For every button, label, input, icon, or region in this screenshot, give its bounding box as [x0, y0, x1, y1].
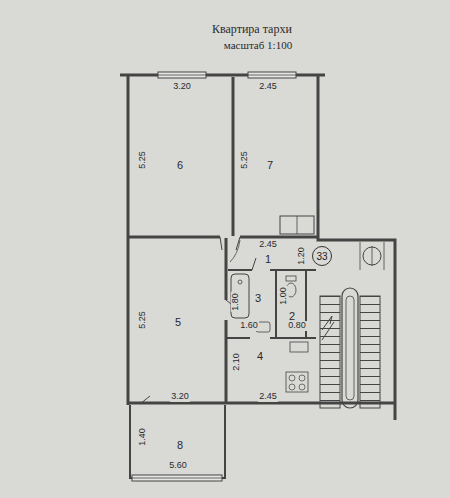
dimension-label: 3.20: [170, 392, 190, 402]
room-number: 8: [176, 439, 184, 451]
room-number: 3: [254, 292, 262, 304]
dimension-label: 1.00: [279, 286, 289, 306]
room-callout-circle: 33: [312, 246, 332, 266]
dimension-label: 1.60: [239, 321, 259, 331]
dimension-label: 5.25: [138, 310, 148, 330]
dimension-label: 2.45: [258, 392, 278, 402]
scale-note: масштаб 1:100: [223, 39, 293, 51]
room-number: 1: [264, 253, 272, 265]
dimension-label: 5.25: [138, 150, 148, 170]
dimension-label: 1.20: [297, 246, 307, 266]
dimension-label: 3.20: [172, 82, 192, 92]
room-number: 4: [256, 350, 264, 362]
room-number: 5: [174, 316, 182, 328]
dimension-label: 1.80: [231, 292, 241, 312]
dimension-label: 2.10: [232, 352, 242, 372]
dimension-label: 5.60: [168, 461, 188, 471]
room-number: 7: [266, 159, 274, 171]
plan-title: Квартира тархи: [212, 22, 292, 37]
dimension-label: 0.80: [287, 321, 307, 331]
callout-number: 33: [316, 251, 327, 262]
room-number: 6: [176, 159, 184, 171]
dimension-label: 2.45: [258, 82, 278, 92]
dimension-label: 1.40: [138, 427, 148, 447]
dimension-label: 5.25: [240, 150, 250, 170]
dimension-label: 2.45: [258, 240, 278, 250]
